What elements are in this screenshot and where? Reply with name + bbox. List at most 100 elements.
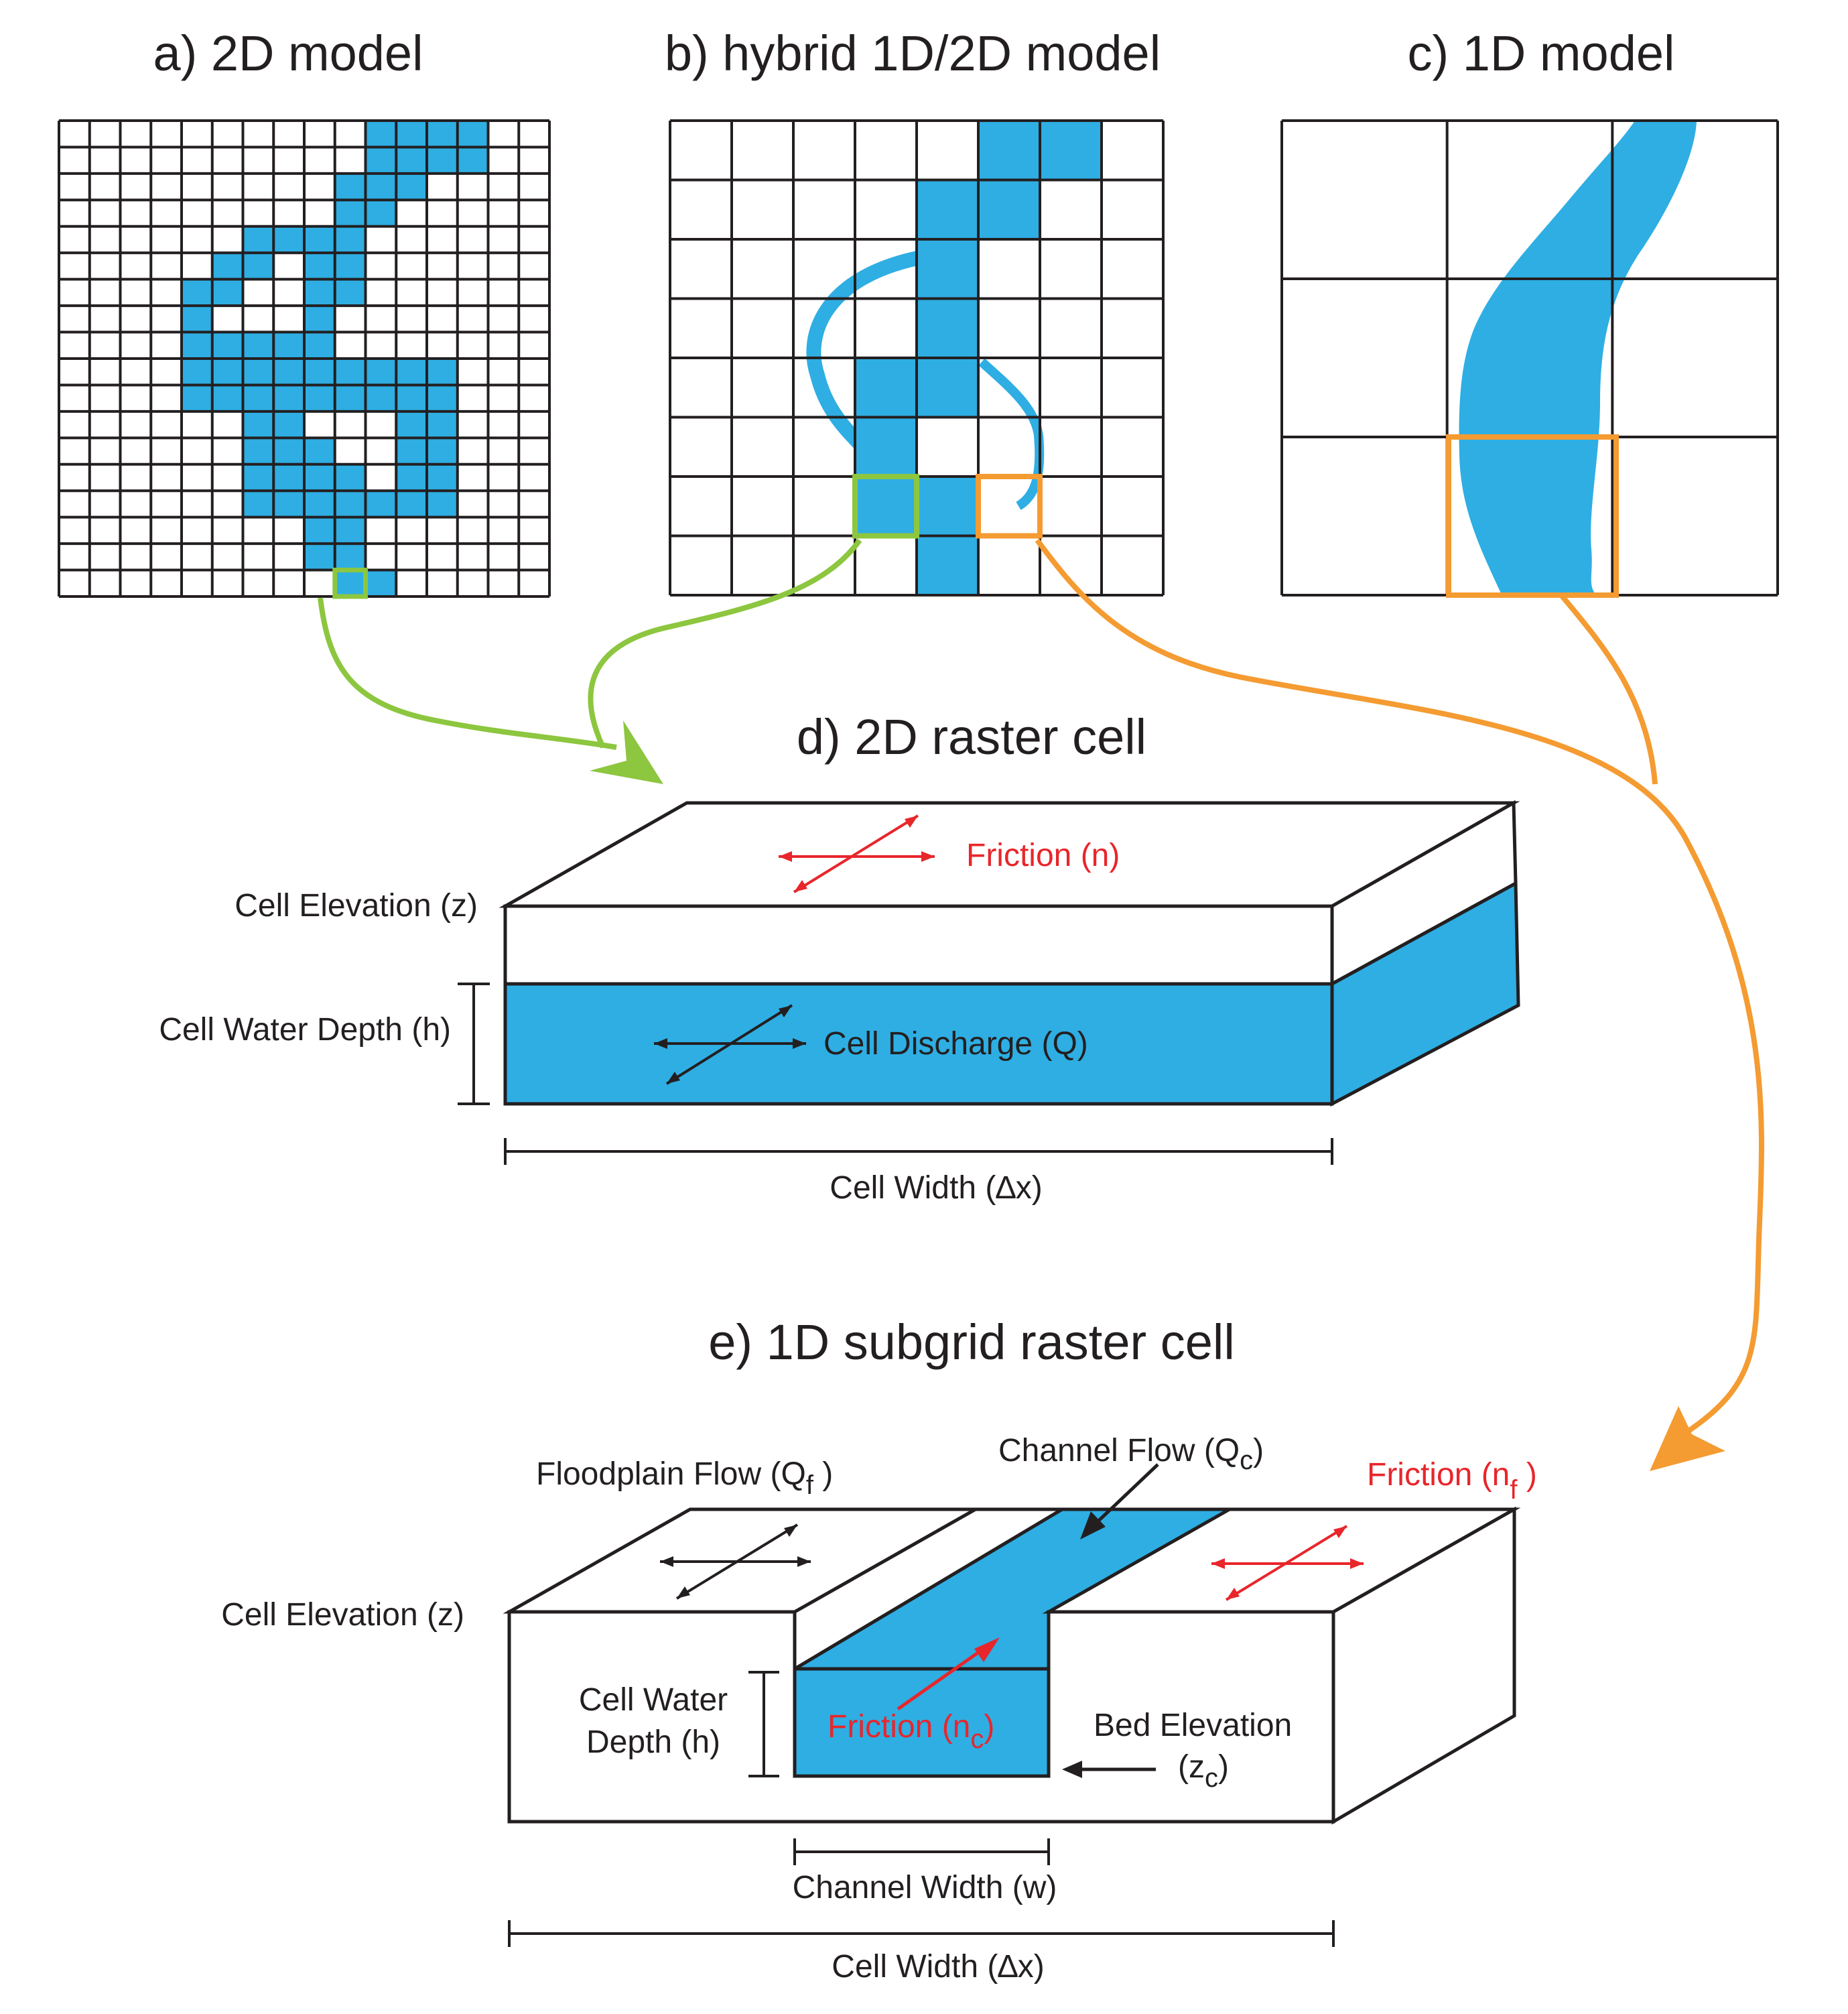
panel-d-width-bracket <box>504 1138 1333 1165</box>
panel-e-channel-water <box>793 1667 1051 1778</box>
water-cell <box>365 570 397 596</box>
water-cell <box>978 121 1040 180</box>
panel-d-side-water <box>1330 880 1520 1107</box>
panel-d-friction-arrows <box>779 814 935 893</box>
water-cell <box>304 279 335 306</box>
panel-d-title: d) 2D raster cell <box>797 709 1146 765</box>
panel-e-side-face <box>1331 1506 1516 1825</box>
water-cell <box>427 385 458 412</box>
water-cell <box>396 359 427 385</box>
panel-c-title: c) 1D model <box>1408 25 1675 81</box>
water-cell <box>396 438 427 464</box>
panel-b-green-cell <box>852 474 919 539</box>
water-cell <box>212 279 243 306</box>
water-cell <box>212 359 243 385</box>
panel-e-channel-width-label: Channel Width (w) <box>793 1870 1057 1905</box>
water-cell <box>273 438 304 464</box>
water-cell <box>978 180 1040 239</box>
panel-d-block <box>499 800 1520 1107</box>
water-cell <box>917 536 978 595</box>
panel-e-cell-width-bracket <box>508 1920 1335 1947</box>
water-cell <box>917 298 978 358</box>
connector-green-arrows <box>318 538 862 784</box>
panel-e-floodplain-label: Floodplain Flow (Qf ) <box>536 1456 833 1500</box>
green-arrowhead <box>590 720 663 784</box>
water-cell <box>396 464 427 491</box>
water-cell <box>334 173 366 200</box>
water-cell <box>182 306 212 332</box>
water-cell <box>334 226 366 253</box>
water-cell <box>365 200 397 227</box>
panel-e-friction-f-arrows <box>1211 1525 1364 1601</box>
water-cell <box>243 438 274 464</box>
water-cell <box>365 359 397 385</box>
orange-connector-from-b <box>1035 538 1764 1434</box>
water-cell <box>273 332 304 359</box>
water-cell <box>304 359 335 385</box>
water-cell <box>243 226 274 253</box>
water-cell <box>365 121 397 147</box>
water-cell <box>396 491 427 517</box>
panel-c-river <box>1459 121 1697 593</box>
orange-arrowhead <box>1650 1406 1725 1471</box>
panel-e-friction-f-label: Friction (nf ) <box>1367 1457 1537 1505</box>
panel-e-floodplain-arrows <box>660 1523 811 1600</box>
water-cell <box>304 306 335 332</box>
water-cell <box>427 464 458 491</box>
water-cell <box>304 332 335 359</box>
water-cell <box>334 200 366 227</box>
panel-e-depth-bracket <box>748 1671 779 1777</box>
water-cell <box>427 147 458 174</box>
water-cell <box>182 279 212 306</box>
panel-e-bed-label-1: Bed Elevation <box>1094 1708 1292 1743</box>
panel-e-depth-label-1: Cell Water <box>579 1682 728 1718</box>
water-cell <box>427 438 458 464</box>
water-cell <box>365 173 397 200</box>
panel-e-friction-c-arrow <box>897 1637 1000 1711</box>
water-cell <box>243 464 274 491</box>
water-cell <box>273 359 304 385</box>
water-cell <box>365 491 397 517</box>
panel-e-title: e) 1D subgrid raster cell <box>708 1314 1235 1370</box>
water-cell <box>427 411 458 438</box>
panel-d-friction-label: Friction (n) <box>966 838 1120 873</box>
water-cell <box>182 385 212 412</box>
panel-b-title: b) hybrid 1D/2D model <box>665 25 1161 81</box>
panel-e-depth-label-2: Depth (h) <box>586 1724 720 1760</box>
water-cell <box>334 491 366 517</box>
water-cell <box>334 517 366 544</box>
water-cell <box>304 226 335 253</box>
water-cell <box>334 544 366 570</box>
orange-connector-from-c <box>1559 593 1658 785</box>
water-cell <box>212 253 243 279</box>
water-cell <box>273 464 304 491</box>
panel-e-friction-c-label: Friction (nc) <box>828 1709 994 1754</box>
panel-d-depth-bracket <box>458 983 490 1105</box>
water-cell <box>182 359 212 385</box>
water-cell <box>855 477 917 536</box>
water-cell <box>396 147 427 174</box>
water-cell <box>243 332 274 359</box>
water-cell <box>427 121 458 147</box>
panel-e-channel-width-bracket <box>793 1838 1050 1865</box>
panel-a-grid <box>58 119 551 599</box>
green-connector-from-b <box>588 538 862 749</box>
panel-d-discharge-arrows <box>654 1004 806 1085</box>
panel-a-green-cell <box>332 568 368 599</box>
water-cell <box>396 385 427 412</box>
water-cell <box>243 385 274 412</box>
panel-d-elevation-label: Cell Elevation (z) <box>235 888 478 924</box>
water-cell <box>334 570 366 596</box>
green-connector-from-a <box>318 597 617 750</box>
water-cell <box>365 385 397 412</box>
panel-d-depth-label: Cell Water Depth (h) <box>159 1012 451 1048</box>
panel-e-cell-width-label: Cell Width (∆x) <box>832 1949 1044 1985</box>
panel-e-channel-flow-label: Channel Flow (Qc) <box>998 1433 1264 1475</box>
panel-e-bed-label-2: (zc) <box>1178 1749 1229 1793</box>
water-cell <box>182 332 212 359</box>
panel-c-orange-cell <box>1446 434 1619 598</box>
water-cell <box>334 279 366 306</box>
water-cell <box>273 411 304 438</box>
